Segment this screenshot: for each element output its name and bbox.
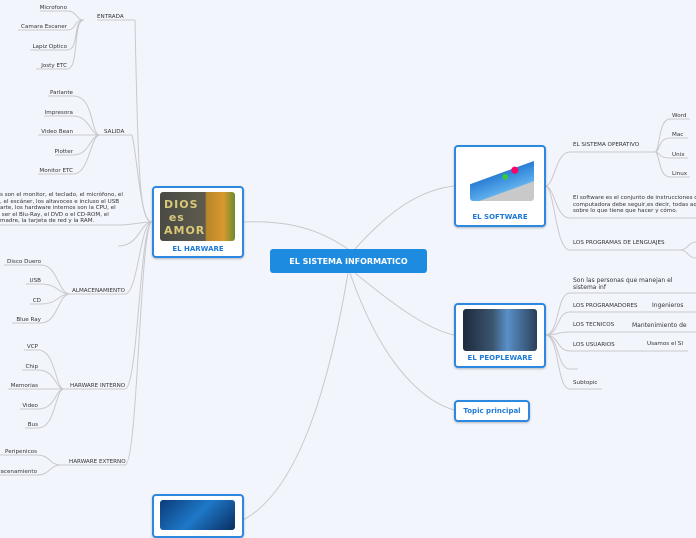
circuit-image xyxy=(160,500,235,530)
so-item[interactable]: Linux xyxy=(672,171,688,177)
tecnicos-label[interactable]: LOS TECNICOS xyxy=(573,322,615,328)
connector-lines xyxy=(0,10,696,520)
software-description[interactable]: El software es el conjunto de instruccio… xyxy=(573,195,696,214)
usuarios-label[interactable]: LOS USUARIOS xyxy=(573,342,615,348)
peopleware-description[interactable]: Son las personas que manejan el sistema … xyxy=(573,277,673,291)
salida-item[interactable]: Plotter xyxy=(54,149,73,155)
interno-label[interactable]: HARWARE INTERNO xyxy=(70,383,126,389)
programadores-child[interactable]: Ingenieros xyxy=(652,302,684,309)
salida-item[interactable]: Parlante xyxy=(49,90,73,96)
hardware-description[interactable]: s son el monitor, el teclado, el micrófo… xyxy=(0,192,123,224)
peopleware-title: EL PEOPLEWARE xyxy=(467,354,533,362)
almacenamiento-item[interactable]: Blue Ray xyxy=(16,317,41,323)
bottom-topic[interactable] xyxy=(152,494,244,538)
entrada-item[interactable]: Lapiz Optico xyxy=(32,44,67,50)
hardware-title: EL HARWARE xyxy=(172,245,224,253)
salida-label[interactable]: SALIDA xyxy=(104,129,125,135)
salida-item[interactable]: Video Bean xyxy=(41,129,73,135)
interno-item[interactable]: Chip xyxy=(25,364,38,370)
externo-item[interactable]: racenamiento xyxy=(0,469,37,475)
almacenamiento-label[interactable]: ALMACENAMIENTO xyxy=(72,288,125,294)
so-item[interactable]: Word xyxy=(672,113,687,119)
entrada-item[interactable]: Josty ETC xyxy=(41,63,67,69)
subtopic-label[interactable]: Subtopic xyxy=(573,380,598,386)
almacenamiento-item[interactable]: CD xyxy=(32,298,41,304)
topic-principal[interactable]: Topic principal xyxy=(454,400,530,422)
interno-item[interactable]: Memorias xyxy=(10,383,38,389)
people-image xyxy=(463,309,537,351)
interno-item[interactable]: Bus xyxy=(27,422,38,428)
tecnicos-child[interactable]: Mantenimiento de xyxy=(632,322,687,329)
lenguajes-label[interactable]: LOS PROGRAMAS DE LENGUAJES xyxy=(573,240,665,246)
entrada-item[interactable]: Microfono xyxy=(39,5,67,11)
almacenamiento-item[interactable]: Disco Duero xyxy=(7,259,41,265)
laptop-apps-image xyxy=(470,157,534,201)
software-title: EL SOFTWARE xyxy=(472,213,528,221)
peopleware-topic[interactable]: EL PEOPLEWARE xyxy=(454,303,546,368)
software-topic[interactable]: EL SOFTWARE xyxy=(454,145,546,227)
central-topic[interactable]: EL SISTEMA INFORMATICO xyxy=(270,249,427,273)
programadores-label[interactable]: LOS PROGRAMADORES xyxy=(573,303,638,309)
salida-item[interactable]: Monitor ETC xyxy=(39,168,73,174)
almacenamiento-item[interactable]: USB xyxy=(29,278,41,284)
interno-item[interactable]: VCP xyxy=(26,344,38,350)
so-label[interactable]: EL SISTEMA OPERATIVO xyxy=(573,142,640,148)
so-item[interactable]: Unix xyxy=(672,152,685,158)
entrada-label[interactable]: ENTRADA xyxy=(97,14,124,20)
entrada-item[interactable]: Camara Escaner xyxy=(21,24,67,30)
usuarios-child[interactable]: Usamos el SI xyxy=(647,341,683,347)
externo-label[interactable]: HARWARE EXTERNO xyxy=(69,459,126,465)
interno-item[interactable]: Video xyxy=(22,403,38,409)
so-item[interactable]: Mac xyxy=(672,132,684,138)
topic-principal-label: Topic principal xyxy=(463,407,521,415)
salida-item[interactable]: Impresora xyxy=(44,110,73,116)
externo-item[interactable]: Peripenicos xyxy=(5,449,37,455)
